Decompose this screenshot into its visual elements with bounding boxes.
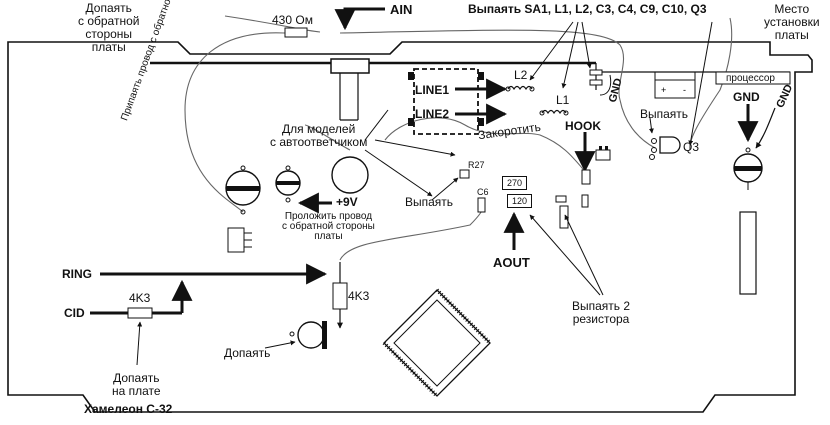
label-lay-wire: Проложить провод с обратной стороны плат… — [282, 211, 375, 242]
svg-text:+: + — [661, 85, 666, 95]
label-cid: CID — [64, 306, 85, 320]
label-solder-on-board: Допаять на плате — [112, 371, 161, 398]
label-answering: Для моделей с автоответчиком — [270, 122, 368, 149]
label-l1: L1 — [556, 93, 570, 107]
svg-text:-: - — [683, 85, 686, 95]
label-solder-list: Выпаять SA1, L1, L2, C3, C4, C9, C10, Q3 — [468, 2, 707, 16]
resistor-4k3-mid — [332, 282, 348, 310]
label-4k3-left: 4K3 — [129, 291, 151, 305]
inductor-l1 — [541, 109, 567, 115]
resistor-430 — [284, 27, 308, 38]
label-hook: HOOK — [565, 119, 601, 133]
label-ain: AIN — [390, 2, 413, 17]
label-9v: +9V — [336, 195, 358, 209]
label-120: 120 — [507, 194, 533, 208]
transistor-q3 — [659, 136, 681, 154]
transistor-bottom — [297, 321, 325, 349]
label-c6: C6 — [477, 187, 489, 197]
inductor-l2 — [507, 85, 533, 91]
label-q3: Q3 — [683, 140, 700, 154]
regulator — [227, 227, 245, 253]
pin-strip — [739, 211, 757, 295]
connector — [330, 58, 370, 74]
label-gnd-mid: GND — [733, 90, 760, 104]
label-4k3-mid: 4K3 — [348, 289, 370, 303]
label-solder-dop: Допаять — [224, 346, 271, 360]
label-430-ohm: 430 Ом — [272, 13, 313, 27]
label-unsolder-q3: Выпаять — [640, 107, 689, 121]
label-270: 270 — [502, 176, 528, 190]
label-solder-back: Допаять с обратной стороны платы — [78, 1, 140, 54]
component-block — [654, 79, 696, 99]
label-processor: процессор — [726, 73, 775, 84]
label-aout: AOUT — [493, 255, 530, 270]
board-outline — [7, 41, 813, 413]
label-install-place: Место установки платы — [764, 2, 820, 42]
label-ring: RING — [62, 267, 92, 281]
processor-chip — [715, 71, 791, 85]
capacitor-round — [331, 156, 369, 194]
relay-box — [413, 68, 479, 135]
diamond-chip — [382, 288, 492, 398]
resistor-4k3-left — [127, 307, 153, 319]
label-line1: LINE1 — [415, 83, 450, 97]
label-chameleon: Хамелеон С-32 — [84, 402, 173, 416]
label-line2: LINE2 — [415, 107, 450, 121]
label-unsolder: Выпаять — [405, 195, 454, 209]
label-r27: R27 — [468, 160, 485, 170]
label-unsolder-2: Выпаять 2 резистора — [572, 299, 631, 326]
label-l2: L2 — [514, 68, 528, 82]
